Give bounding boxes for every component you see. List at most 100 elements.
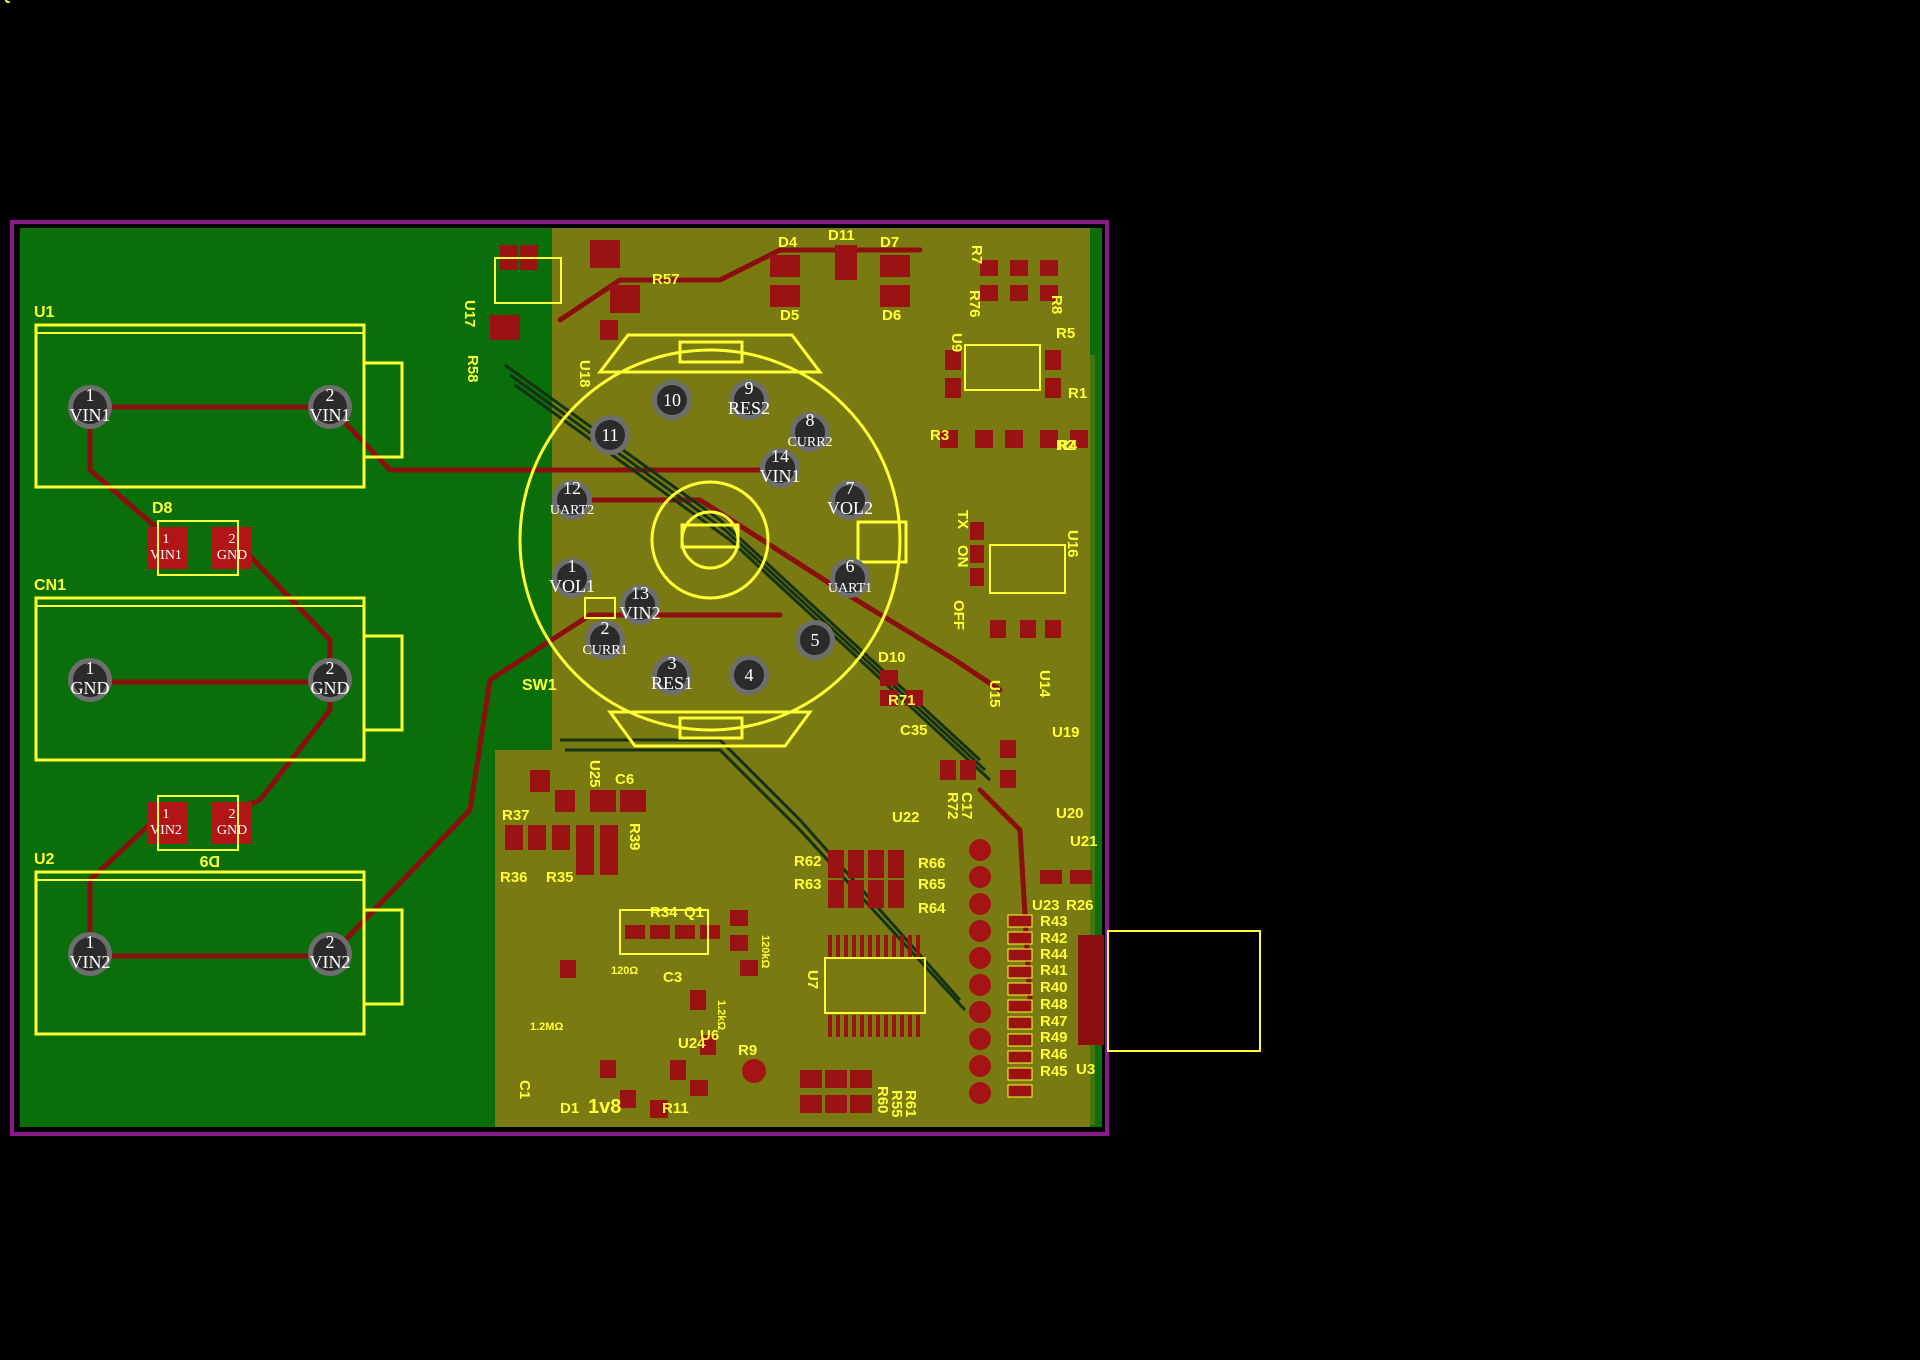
smd-pad	[1040, 285, 1058, 301]
via-pad	[969, 1028, 991, 1050]
smd-pad	[1045, 350, 1061, 370]
pad-number-label: 5	[811, 630, 820, 650]
smd-pad	[650, 925, 670, 939]
pad-hole	[795, 417, 825, 447]
resistor-array-pad	[1007, 1033, 1033, 1047]
pad-hole	[73, 663, 107, 697]
resistor-array-pad	[1007, 1050, 1033, 1064]
ic-pin	[860, 1015, 864, 1037]
component-ref-label: U25	[586, 760, 603, 788]
through-hole-pad[interactable]: 10	[652, 380, 692, 420]
smd-pad	[490, 315, 520, 340]
pad-number-label: 1	[86, 658, 95, 678]
smd-pad	[576, 825, 594, 850]
component-ref-label: D10	[878, 649, 906, 666]
component-ref-label: C6	[615, 771, 634, 788]
through-hole-pad[interactable]: 5	[795, 620, 835, 660]
smd-pad	[690, 1080, 708, 1096]
pad-net-label: GND	[71, 678, 110, 698]
component-ref-label: 1.2kΩ	[715, 1000, 727, 1030]
pad-hole	[313, 390, 347, 424]
smd-pad	[835, 245, 857, 280]
smd-pad	[940, 760, 956, 780]
component-ref-label: D7	[880, 234, 899, 251]
smd-pad	[620, 1090, 636, 1108]
pad-number-label: 10	[663, 390, 681, 410]
pad-hole	[557, 485, 587, 515]
smd-pad	[848, 880, 864, 908]
battery-terminal-tab	[362, 908, 404, 1006]
through-hole-pad[interactable]: 11	[590, 415, 630, 455]
smd-pad	[800, 1070, 822, 1088]
component-ref-label: R63	[794, 876, 822, 893]
via-pad	[969, 947, 991, 969]
component-ref-label: R42	[1040, 930, 1068, 947]
smd-pad	[600, 825, 618, 850]
ic-pin	[860, 935, 864, 957]
resistor-array-pad	[1007, 914, 1033, 928]
component-ref-label: R4	[1058, 437, 1078, 454]
pad-net-label: VIN2	[150, 823, 182, 838]
smd-pad	[980, 285, 998, 301]
smd-pad	[880, 285, 910, 307]
smd-pad	[212, 527, 252, 569]
pad-hole	[590, 625, 620, 655]
component-ref-label: U7	[804, 970, 821, 989]
pad-hole	[835, 485, 865, 515]
smd-pad	[828, 850, 844, 878]
smd-pad	[670, 1060, 686, 1080]
smd-pad	[940, 430, 958, 448]
smd-pad	[675, 925, 695, 939]
pad-number-label: 2	[229, 532, 236, 547]
component-ref-label: U9	[948, 333, 965, 352]
through-hole-pad[interactable]: 4	[729, 655, 769, 695]
smd-pad	[945, 350, 961, 370]
smd-pad	[740, 960, 758, 976]
component-ref-label: R76	[966, 290, 983, 318]
smd-pad	[1040, 260, 1058, 276]
pad-net-label: UART1	[828, 581, 872, 596]
smd-pad	[990, 620, 1006, 638]
ic-pin	[876, 935, 880, 957]
component-ref-label: R49	[1040, 1029, 1068, 1046]
ic-pin	[908, 935, 912, 957]
component-ref-label: ON	[954, 545, 971, 568]
pad-net-label: UART2	[550, 503, 594, 518]
smd-pad	[1045, 620, 1061, 638]
resistor-array-pad	[1007, 965, 1033, 979]
pad-hole	[835, 563, 865, 593]
component-ref-label: Q2	[0, 0, 20, 4]
resistor-array-pad	[1007, 931, 1033, 945]
resistor-array-pad	[1007, 948, 1033, 962]
rotary-switch-sw1[interactable]: SW1109RES2118CURR214VIN112UART27VOL21VOL…	[518, 333, 908, 748]
smd-pad	[610, 285, 640, 313]
component-ref-label: R55	[888, 1090, 905, 1118]
smd-pad	[1010, 285, 1028, 301]
pad-net-label: GND	[311, 678, 350, 698]
ic-pin	[852, 935, 856, 957]
smd-pad	[620, 790, 646, 812]
ic-pin	[916, 1015, 920, 1037]
